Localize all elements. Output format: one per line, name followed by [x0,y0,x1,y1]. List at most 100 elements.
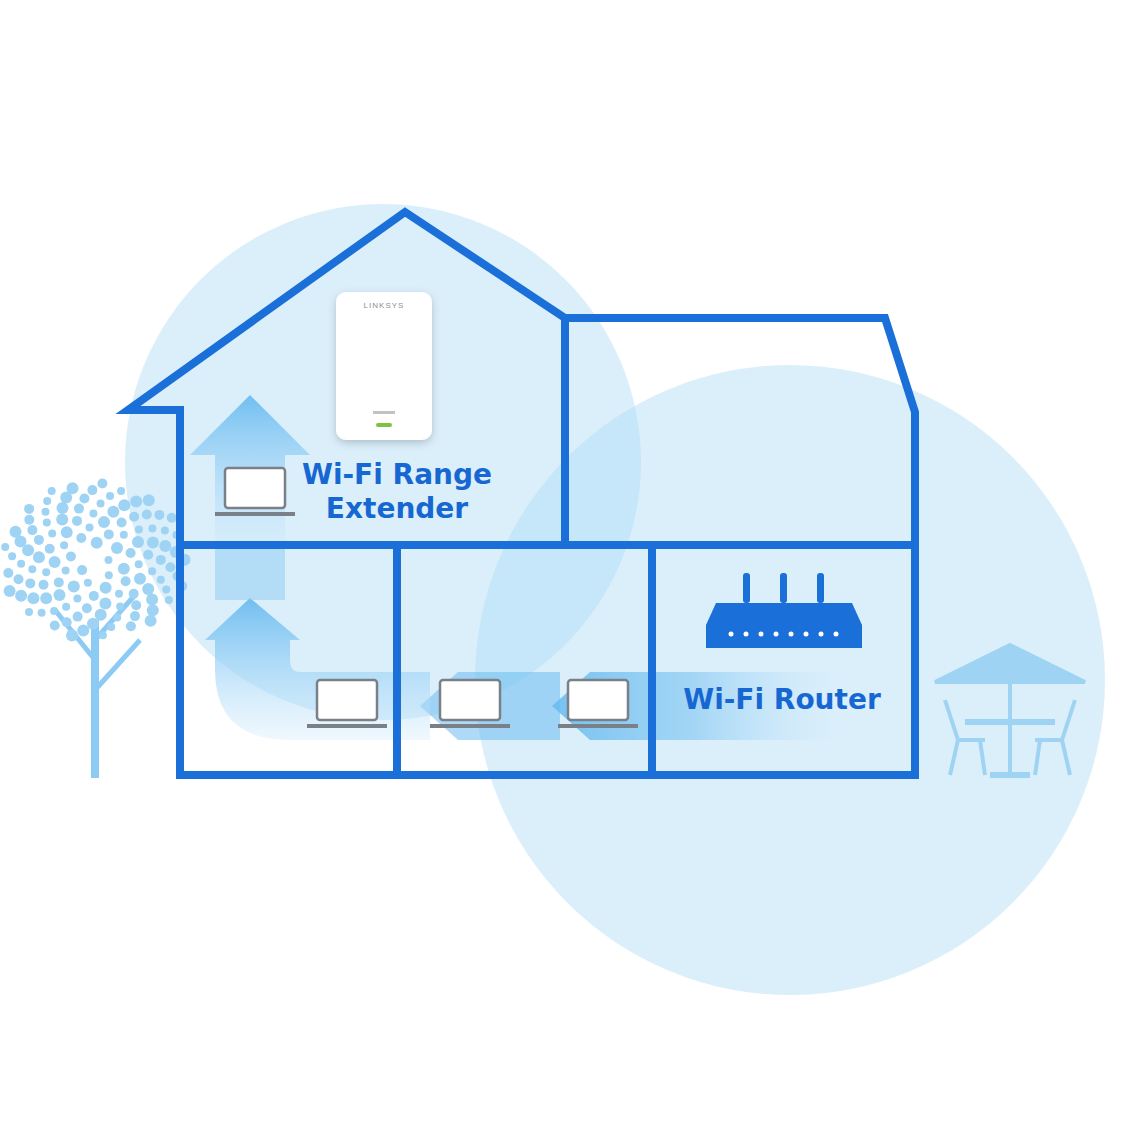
leaf [25,578,35,588]
leaf [107,506,119,518]
laptop-screen [225,468,285,508]
signal-arrow [190,395,310,545]
leaf [87,485,97,495]
leaf [77,565,87,575]
leaf [126,548,136,558]
leaf [40,592,52,604]
router-led [804,632,809,637]
leaf [25,608,33,616]
leaf [68,580,80,592]
leaf [148,525,156,533]
router-led [744,632,749,637]
leaf [104,529,114,539]
leaf [135,560,143,568]
laptop-screen [568,680,628,720]
leaf [24,515,34,525]
leaf [67,482,79,494]
leaf [76,533,86,543]
router-led [789,632,794,637]
laptop-base [215,512,295,516]
leaf [111,542,123,554]
laptop-screen [440,680,500,720]
leaf [15,590,27,602]
leaf [120,531,128,539]
signal-band [420,672,560,740]
leaf [157,576,165,584]
leaf [126,621,136,631]
router-led [819,632,824,637]
leaf [50,621,60,631]
leaf [60,541,68,549]
leaf [10,526,22,538]
leaf [98,516,110,528]
leaf [146,594,158,606]
leaf [156,555,166,565]
leaf [97,499,105,507]
leaf [132,536,144,548]
router-icon [706,573,862,648]
router-led [774,632,779,637]
leaf [1,543,9,551]
laptop-base [430,724,510,728]
leaf [57,502,69,514]
leaf [42,508,50,516]
leaf [73,595,81,603]
leaf [73,612,83,622]
leaf [61,526,73,538]
leaf [8,552,16,560]
leaf [27,592,39,604]
leaf [117,518,127,528]
leaf [142,583,154,595]
leaf [43,497,51,505]
leaf [147,604,159,616]
range-extender [336,292,432,440]
leaf [113,614,121,622]
leaf [145,615,157,627]
laptop-base [307,724,387,728]
leaf [89,591,99,601]
patio-table [935,645,1085,775]
leaf [33,551,45,563]
leaf [82,603,92,613]
leaf [86,524,94,532]
coverage-circle [475,365,1105,995]
leaf [117,487,125,495]
laptop-screen [317,680,377,720]
leaf [66,552,76,562]
leaf [105,556,113,564]
leaf [45,544,55,554]
leaf [62,567,70,575]
leaf [97,479,107,489]
house-outline [128,212,915,775]
leaf [48,530,56,538]
leaf [56,513,68,525]
leaf [130,496,142,508]
leaf [54,589,66,601]
leaf [121,576,131,586]
leaf [39,580,49,590]
leaf [165,562,175,572]
leaf [66,630,78,642]
leaf [100,582,112,594]
leaf [84,579,92,587]
leaf [77,625,89,637]
leaf [143,494,155,506]
router-led [834,632,839,637]
leaf [24,504,34,514]
leaf [115,590,123,598]
leaf [118,499,130,511]
leaf [118,563,130,575]
leaf [87,618,99,630]
leaf [99,631,107,639]
leaf [48,487,56,495]
device-label: Wi-Fi Range Extender [292,458,502,525]
leaf [129,512,139,522]
router-led [729,632,734,637]
leaf [62,617,72,627]
leaf [131,600,141,610]
leaf [162,586,170,594]
signal-band [215,545,285,600]
leaf [161,527,169,535]
